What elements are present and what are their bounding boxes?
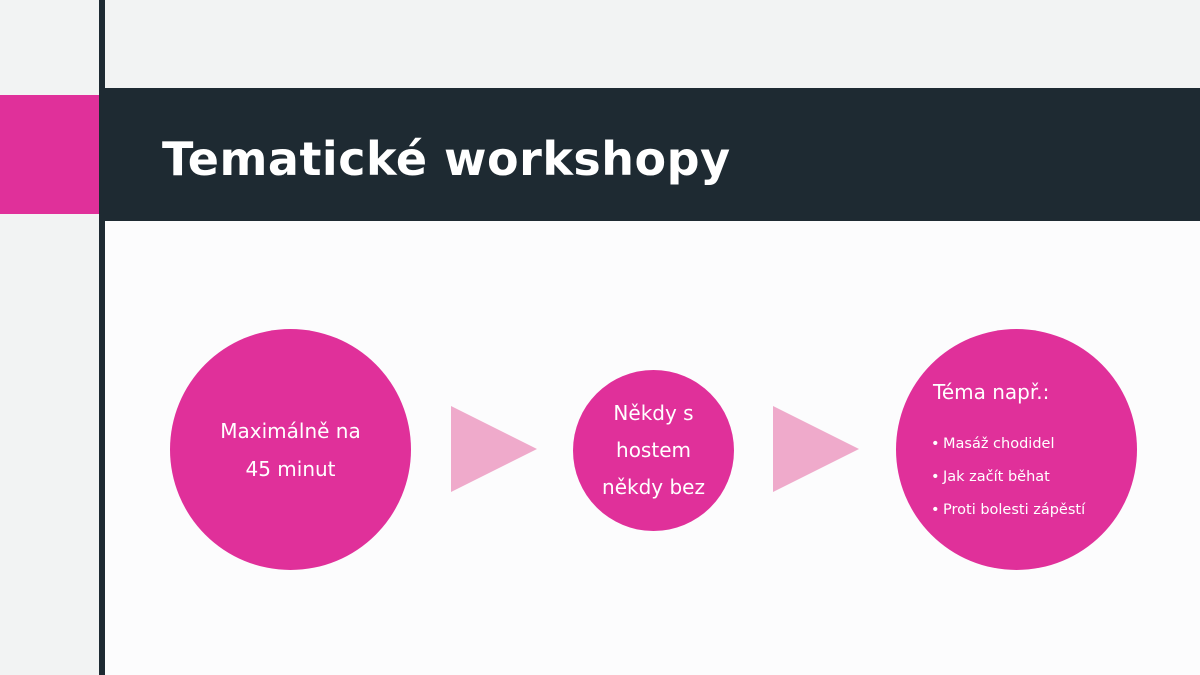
step-circle-guest: Někdy s hostem někdy bez <box>573 370 734 531</box>
topics-list: •Masáž chodidel •Jak začít běhat •Proti … <box>931 428 1085 527</box>
vertical-rule <box>99 0 105 675</box>
step-circle-duration-text: Maximálně na 45 minut <box>211 412 371 488</box>
step-circle-guest-text: Někdy s hostem někdy bez <box>589 395 719 506</box>
list-item-label: Jak začít běhat <box>943 469 1050 485</box>
step-text-line: Někdy s <box>613 401 694 425</box>
step-circle-topics: Téma např.: •Masáž chodidel •Jak začít b… <box>896 329 1137 570</box>
list-item-label: Proti bolesti zápěstí <box>943 502 1086 518</box>
list-item: •Jak začít běhat <box>931 461 1085 494</box>
arrow-icon <box>773 406 859 492</box>
arrow-icon <box>451 406 537 492</box>
topics-heading: Téma např.: <box>933 380 1050 404</box>
step-text-line: Maximálně na <box>220 418 361 443</box>
accent-block <box>0 95 99 214</box>
bullet-icon: • <box>931 436 940 452</box>
list-item: •Masáž chodidel <box>931 428 1085 461</box>
step-text-line: hostem <box>616 438 691 462</box>
slide-title: Tematické workshopy <box>162 132 731 186</box>
list-item-label: Masáž chodidel <box>943 436 1055 452</box>
step-text-line: někdy bez <box>602 475 705 499</box>
bullet-icon: • <box>931 469 940 485</box>
title-bar <box>99 88 1200 221</box>
step-text-line: 45 minut <box>245 456 336 481</box>
step-circle-duration: Maximálně na 45 minut <box>170 329 411 570</box>
list-item: •Proti bolesti zápěstí <box>931 494 1085 527</box>
bullet-icon: • <box>931 502 940 518</box>
